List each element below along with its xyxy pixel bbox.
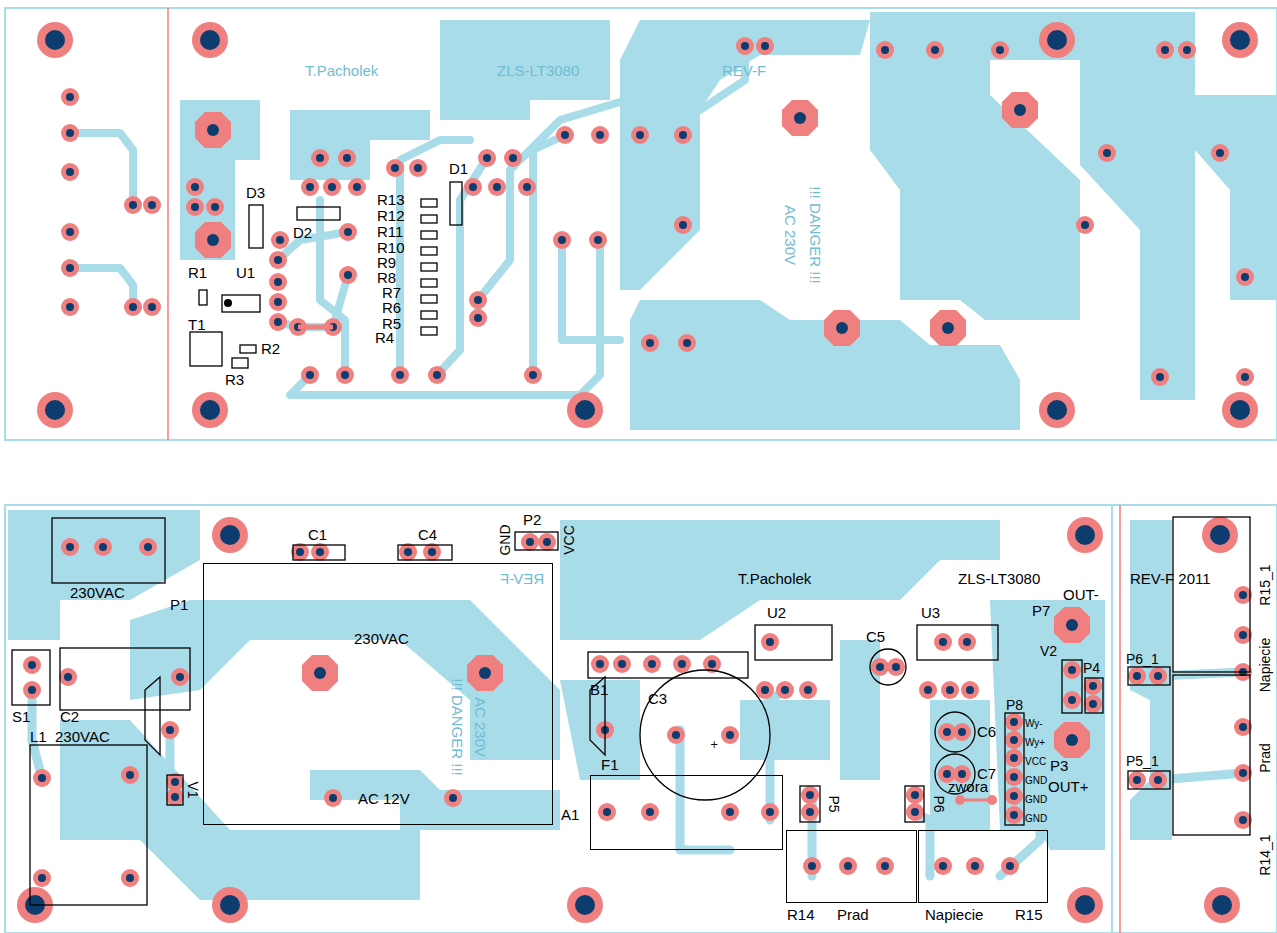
pcb-pad <box>17 517 1252 923</box>
silk-label: OUT+ <box>1048 778 1088 795</box>
silk-label: P6_1 <box>1126 651 1159 668</box>
silk-label: GND <box>1025 772 1047 789</box>
pcb-pad <box>37 22 1258 428</box>
silk-label: U3 <box>921 604 940 621</box>
silk-label: B1 <box>590 681 608 698</box>
silk-label: P4 <box>1083 660 1100 677</box>
silk-label: AC 230V <box>472 697 489 757</box>
component-box: NapiecieR15 <box>918 830 1048 903</box>
silk-label: D2 <box>293 224 312 241</box>
silk-label: C6 <box>977 723 996 740</box>
silk-label: OUT- <box>1063 586 1099 603</box>
silk-label: REV-F <box>500 570 544 587</box>
silk-label: U1 <box>236 264 255 281</box>
silk-label: REV-F 2011 <box>1130 570 1211 587</box>
silk-label: 230VAC <box>70 584 125 601</box>
silk-label: R7 <box>382 284 401 301</box>
component-label: R14 <box>787 906 815 923</box>
board-outline <box>5 8 1277 933</box>
component-box: F1 <box>590 775 783 850</box>
silk-label: D1 <box>449 160 468 177</box>
polarity-mark: + <box>710 739 718 750</box>
silk-label: R8 <box>377 269 396 286</box>
silk-label: GND <box>1025 810 1047 827</box>
silk-label: C3 <box>648 690 667 707</box>
jumper-trace <box>960 799 992 802</box>
component-label: 230VAC <box>354 630 409 647</box>
silk-label: P2 <box>523 511 541 528</box>
silk-label: R11 <box>377 223 403 240</box>
silk-label: !!! DANGER !!! <box>807 186 824 284</box>
silk-label: R1 <box>188 264 207 281</box>
component-label: F1 <box>601 756 619 773</box>
silk-label: !!! DANGER !!! <box>449 678 466 776</box>
silk-label: T.Pacholek <box>305 62 378 79</box>
silk-label: zwora <box>948 778 988 795</box>
copper-trace <box>70 46 745 395</box>
copper-fill <box>180 12 1277 430</box>
silk-label: AC 230V <box>782 205 799 265</box>
silk-label: P3 <box>1050 757 1068 774</box>
component-label: Napiecie <box>925 906 983 923</box>
silk-label: R14_1 <box>1257 834 1274 875</box>
silk-label: Wy+ <box>1025 734 1045 751</box>
component-outline <box>12 182 1250 905</box>
component-label: Prad <box>837 906 869 923</box>
silk-label: P6 <box>930 795 947 812</box>
silk-label: V2 <box>1040 643 1057 660</box>
silk-label: ZLS-LT3080 <box>497 62 579 79</box>
silk-label: C4 <box>418 526 437 543</box>
silk-label: Prad <box>1257 743 1274 773</box>
silk-label: P5_1 <box>1126 753 1159 770</box>
silk-label: REV-F <box>722 62 766 79</box>
silk-label: P8 <box>1006 697 1023 714</box>
silk-label: C1 <box>308 526 327 543</box>
silk-label: R6 <box>382 299 401 316</box>
pin1-dot <box>224 299 232 307</box>
copper-trace <box>32 672 1243 890</box>
component-label: A1 <box>561 806 579 823</box>
silk-label: P1 <box>170 596 188 613</box>
silk-label: P5 <box>825 795 842 812</box>
silk-label: Napiecie <box>1257 638 1274 692</box>
silk-label: S1 <box>12 708 30 725</box>
silk-label: VCC <box>561 525 578 555</box>
copper-fill <box>8 510 1172 900</box>
silk-label: P7 <box>1032 602 1050 619</box>
silk-label: C2 <box>60 708 79 725</box>
component-box: R14Prad <box>786 830 917 903</box>
component-label: R15 <box>1015 906 1043 923</box>
silk-label: GND <box>1025 791 1047 808</box>
silk-label: D3 <box>246 184 265 201</box>
silk-label: L1 <box>30 728 47 745</box>
jumper-trace <box>298 325 333 330</box>
silk-label: T.Pacholek <box>738 570 811 587</box>
silk-label: U2 <box>767 604 786 621</box>
silk-label: GND <box>497 524 514 555</box>
silk-label: R3 <box>225 371 244 388</box>
silk-label: R10 <box>377 239 405 256</box>
silk-label: R2 <box>261 340 280 357</box>
silk-label: R12 <box>377 207 405 224</box>
component-label: AC 12V <box>358 790 410 807</box>
silk-label: R9 <box>377 254 396 271</box>
silk-label: 230VAC <box>55 728 110 745</box>
silk-label: Wy- <box>1025 715 1043 732</box>
silk-label: R15_1 <box>1257 564 1274 605</box>
silk-label: V1 <box>184 781 201 798</box>
silk-label: ZLS-LT3080 <box>958 570 1040 587</box>
silk-label: C5 <box>866 628 885 645</box>
component-box: 230VACAC 12VA1 <box>203 563 553 825</box>
silk-label: T1 <box>188 316 206 333</box>
silk-label: R13 <box>377 191 405 208</box>
silk-label: VCC <box>1025 753 1046 770</box>
silk-label: R4 <box>375 329 394 346</box>
